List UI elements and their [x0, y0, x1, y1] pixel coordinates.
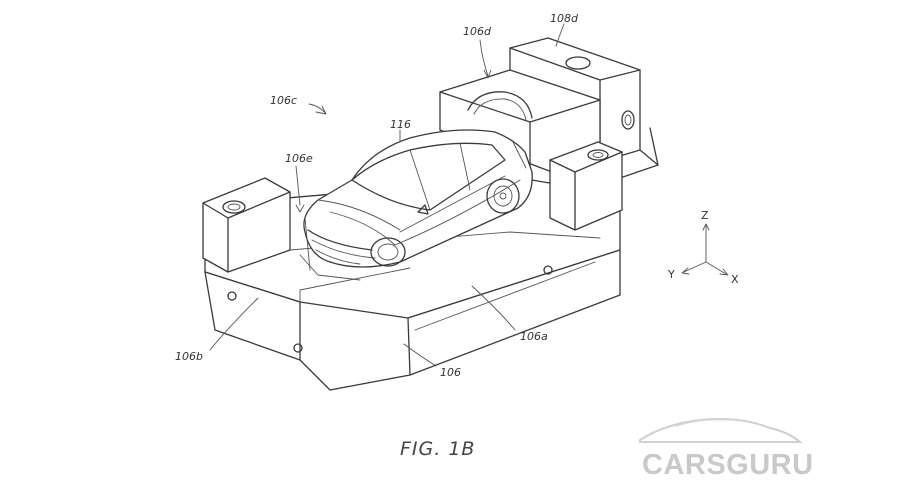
ref-label-106: 106	[440, 366, 461, 379]
ref-label-108d: 108d	[550, 12, 579, 25]
ref-label-116: 116	[390, 118, 411, 131]
axis-label-x: X	[731, 273, 739, 286]
front-right-post	[549, 141, 623, 231]
front-left-post	[202, 177, 291, 273]
axis-label-y: Y	[667, 268, 675, 281]
carsguru-watermark: CARSGURU	[639, 418, 814, 481]
ref-label-106c: 106c	[270, 94, 297, 107]
ref-label-106a: 106a	[520, 330, 548, 343]
vehicle	[303, 129, 533, 268]
ref-label-106b: 106b	[175, 350, 203, 363]
leader-lines	[209, 23, 565, 367]
axis-triad: Z Y X	[667, 209, 739, 286]
axis-label-z: Z	[701, 209, 709, 222]
car-platform-edge	[299, 254, 361, 281]
watermark-car-silhouette-icon	[639, 418, 803, 443]
ref-label-106d: 106d	[463, 25, 492, 38]
ref-label-106e: 106e	[285, 152, 313, 165]
figure-caption: FIG. 1B	[400, 438, 475, 460]
lift-indicator-line	[304, 217, 311, 271]
watermark-text: CARSGURU	[642, 449, 814, 481]
rear-fixture-block	[439, 37, 659, 179]
